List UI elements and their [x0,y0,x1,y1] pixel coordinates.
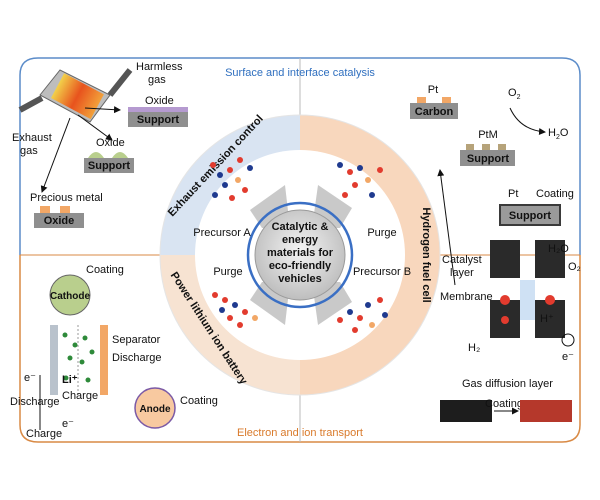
label-h2: H₂ [468,342,480,354]
label-catalyst-layer-2: layer [450,267,474,279]
ptm-particle-3 [498,144,506,150]
label-ptm: PtM [478,129,498,141]
molecules-bl [212,292,258,328]
center-line-5: vehicles [278,273,321,285]
label-support-mid: Support [88,160,130,172]
molecules-tl [210,157,253,201]
label-discharge-1: Discharge [112,352,162,364]
label-h-plus: H⁺ [540,313,554,325]
label-harmless-gas-1: Harmless [136,61,183,73]
battery-cell [50,325,108,395]
label-oxide-mid: Oxide [96,137,125,149]
arrow-to-oxide-support [84,106,121,114]
center-disc [254,209,346,301]
molecules-br [337,297,388,333]
label-e-bottom: e⁻ [62,418,74,430]
label-coating: Coating [536,188,574,200]
label-gas-diffusion-layer: Gas diffusion layer [462,378,553,390]
label-o2-right: O₂ [568,261,581,273]
coated-support [499,204,561,226]
catalytic-converter [18,68,133,123]
label-anode: Anode [139,404,171,415]
banner-top: Surface and interface catalysis [225,67,375,79]
ring-label-hydrogen: Hydrogen fuel cell [420,207,432,302]
molecules-tr [337,162,383,198]
label-pt-coat: Pt [508,188,518,200]
label-oxide-bottom: Oxide [44,215,75,227]
label-coating-bottom-right: Coating [485,398,523,410]
label-precursor-a: Precursor A [193,227,251,239]
label-separator: Separator [112,334,161,346]
label-oxide-top: Oxide [145,95,174,107]
label-cathode: Cathode [50,291,90,302]
center-line-2: energy [282,234,319,246]
label-membrane: Membrane [440,291,493,303]
oxide-block-bottom [34,213,84,228]
label-exhaust-gas-1: Exhaust [12,132,52,144]
oxide-layer-top [128,107,188,112]
precious-metal-particle-1 [40,206,50,213]
label-h2o-right: H₂O [548,243,569,255]
label-support-top: Support [137,114,179,126]
label-purge-bl: Purge [213,266,242,278]
label-charge-1: Charge [62,390,98,402]
label-e-top: e⁻ [24,372,36,384]
fuel-cell-stack [490,240,565,338]
cathode-circle [49,274,91,316]
support-block-top [128,112,188,127]
label-charge-2: Charge [26,428,62,440]
pt-particle-1 [417,97,426,103]
label-carbon: Carbon [415,106,454,118]
label-support-2: Support [509,210,551,222]
label-o2-top: O2 [508,87,521,101]
gdl-coated-sample [520,400,572,422]
ptm-particle-1 [466,144,474,150]
label-e-minus: e⁻ [562,351,574,363]
center-cycle-ring [246,201,354,309]
gdl-black-sample [440,400,492,422]
label-precursor-b: Precursor B [353,266,411,278]
center-line-4: eco-friendly [269,260,332,272]
label-coating-top-battery: Coating [86,264,124,276]
support-block-mid [84,158,134,173]
label-li-plus: Li⁺ [62,374,78,386]
label-pt-top: Pt [428,84,438,96]
arrow-o2-to-h2o [509,107,546,136]
pt-particle-2 [442,97,451,103]
arrow-to-precious-metal [40,117,71,193]
arrow-fuel-cell-up [437,169,456,286]
label-coating-bottom-battery: Coating [180,395,218,407]
center-line-1: Catalytic & [272,221,329,233]
oxide-bump-right [112,152,128,158]
label-h2o-top: H2O [548,127,569,141]
label-precious-metal: Precious metal [30,192,103,204]
label-discharge-2: Discharge [10,396,60,408]
ring-outer-edge [159,114,441,396]
label-catalyst-layer-1: Catalyst [442,254,482,266]
anode-circle [134,387,176,429]
center-line-3: materials for [267,247,334,259]
precious-metal-particle-2 [60,206,70,213]
carbon-block [410,103,458,119]
ptm-particle-2 [482,144,490,150]
oxide-bump-left [88,152,104,158]
label-exhaust-gas-2: gas [20,145,38,157]
banner-bottom: Electron and ion transport [237,427,363,439]
support-block-1 [460,150,515,166]
label-harmless-gas-2: gas [148,74,166,86]
label-purge-tr: Purge [367,227,396,239]
load-symbol [561,333,575,347]
arrow-to-oxide-dots [77,114,113,141]
label-support-1: Support [467,153,509,165]
